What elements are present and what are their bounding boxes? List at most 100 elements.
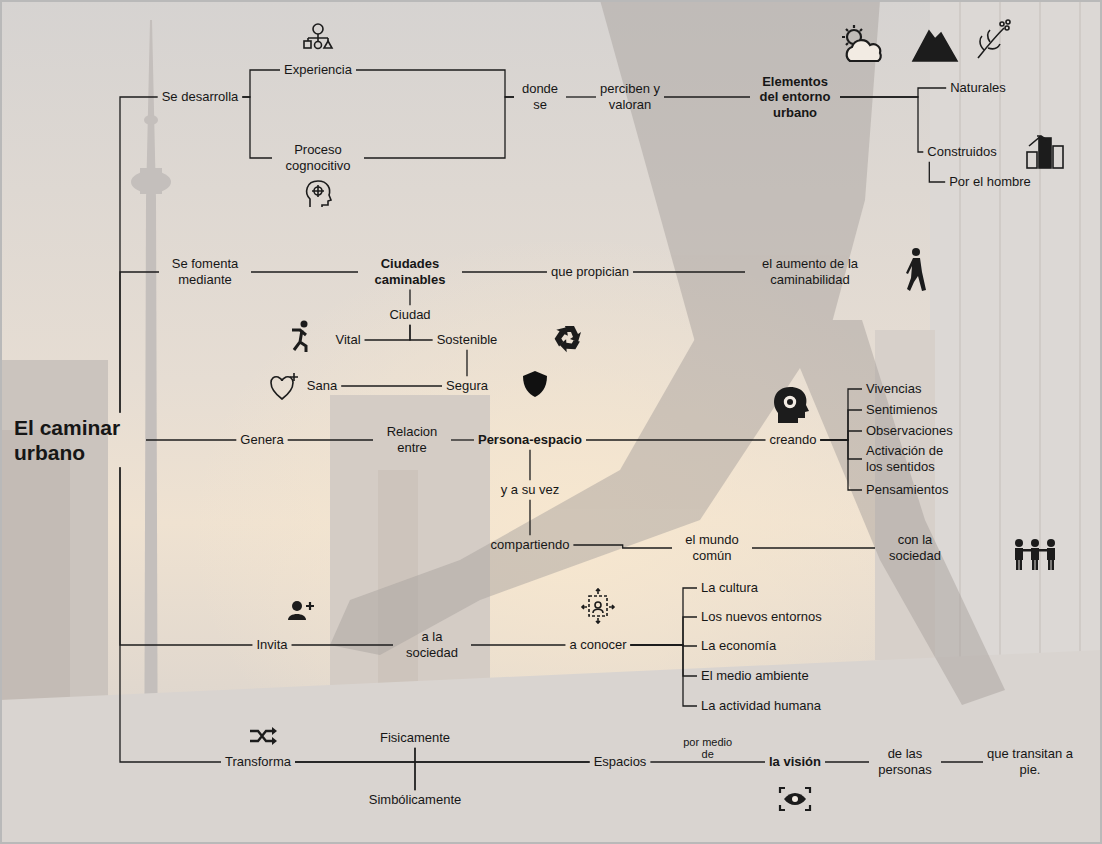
concept-node: Sentimienos [862, 400, 942, 420]
concept-text: Se fomenta mediante [163, 256, 247, 287]
connector-line [820, 389, 862, 440]
background-shape [1027, 152, 1037, 168]
concept-node: Proceso cognocitivo [272, 140, 364, 175]
concept-node: Relacion entre [373, 422, 451, 457]
background-shape [1029, 136, 1047, 146]
concept-text: Naturales [950, 80, 1006, 96]
concept-text: Se desarrolla [162, 89, 239, 105]
concept-node: Persona-espacio [474, 430, 586, 450]
plant-icon [978, 20, 1010, 58]
concept-text: el aumento de la caminabilidad [749, 256, 871, 287]
concept-text: Elementos del entorno urbano [754, 74, 836, 121]
connector-line [120, 467, 221, 762]
concept-node: Sana [303, 376, 341, 396]
concept-text: Por el hombre [949, 174, 1031, 190]
concept-text: Fisicamente [380, 730, 450, 746]
background-shape [787, 399, 793, 405]
connector-line [941, 761, 983, 762]
background-shape [1000, 22, 1004, 26]
experience-icon [304, 24, 332, 49]
connector-line [356, 70, 514, 97]
connector-line [466, 350, 467, 376]
shield-icon [523, 371, 547, 397]
background-shape [906, 258, 926, 291]
connector-line [529, 450, 530, 480]
concept-node: creando [766, 430, 821, 450]
background-shape [1015, 548, 1023, 560]
concept-text: Invita [256, 637, 287, 653]
connector-line [631, 645, 697, 706]
connector-line [820, 440, 862, 459]
concept-node: el mundo común [672, 530, 752, 565]
background-shape [1039, 138, 1051, 168]
concept-text: que transitan a pie. [987, 746, 1073, 777]
connector-line [295, 762, 415, 790]
background-shape [1047, 539, 1055, 547]
add-user-icon [288, 601, 314, 620]
connector-line [650, 761, 765, 762]
concept-text: La cultura [701, 580, 758, 596]
concept-text: Los nuevos entornos [701, 609, 822, 625]
background-shape [312, 185, 324, 197]
background-shape [1023, 549, 1047, 552]
background-shape [313, 24, 323, 34]
concept-text: a la sociedad [397, 629, 467, 660]
background-shape [1036, 560, 1039, 570]
background-shape [292, 601, 302, 611]
concept-node: perciben y valoran [596, 79, 664, 114]
connector-line [471, 644, 565, 645]
concept-text: Vital [335, 332, 360, 348]
connector-line [120, 272, 159, 413]
concept-node: Invita [252, 635, 291, 655]
concept-text: perciben y valoran [600, 81, 660, 112]
concept-node: y a su vez [497, 480, 564, 500]
concept-text: Relacion entre [377, 424, 447, 455]
concept-text: Simbólicamente [369, 792, 462, 808]
concept-text: El caminar urbano [14, 415, 142, 465]
concept-text: donde se [518, 81, 562, 112]
concept-node: Pensamientos [862, 480, 952, 500]
connector-line [820, 440, 862, 490]
concept-text: Genera [240, 432, 283, 448]
concept-node: El medio ambiente [697, 666, 813, 686]
concept-node: Sostenible [433, 330, 502, 350]
concept-text: el mundo común [676, 532, 748, 563]
connector-line [825, 761, 869, 762]
recycle-icon [551, 325, 581, 356]
background-shape [330, 330, 825, 655]
background-shape [1032, 560, 1035, 570]
background-shape [304, 41, 311, 48]
concept-node: Espacios [590, 752, 651, 772]
background-shape [551, 325, 573, 347]
background-shape [272, 737, 277, 745]
connector-line [288, 439, 373, 440]
concept-node: Construidos [923, 142, 1000, 162]
concept-text: La actividad humana [701, 698, 821, 714]
runner-icon [292, 321, 308, 353]
connector-line [251, 271, 358, 272]
connector-line [633, 271, 745, 272]
connector-line [631, 617, 697, 645]
background-shape [1016, 560, 1019, 570]
background-shape [792, 796, 798, 802]
background-shape [980, 30, 1000, 50]
background-shape [290, 373, 298, 381]
shuffle-icon [250, 727, 277, 745]
background-shape [784, 793, 806, 805]
background-shape [307, 181, 331, 207]
concept-text: Vivencias [866, 381, 921, 397]
connector-line [820, 431, 862, 440]
weather-icon [842, 25, 881, 61]
concept-node: Ciudad [385, 305, 434, 325]
background-shape [272, 727, 277, 735]
buildings-icon [1027, 136, 1063, 168]
background-shape [324, 41, 332, 48]
icon-set [250, 20, 1063, 810]
concept-text: la visión [769, 754, 821, 770]
concept-text: Sana [307, 378, 337, 394]
concept-text: Ciudades caminables [362, 256, 458, 287]
background-shape [1005, 26, 1009, 30]
